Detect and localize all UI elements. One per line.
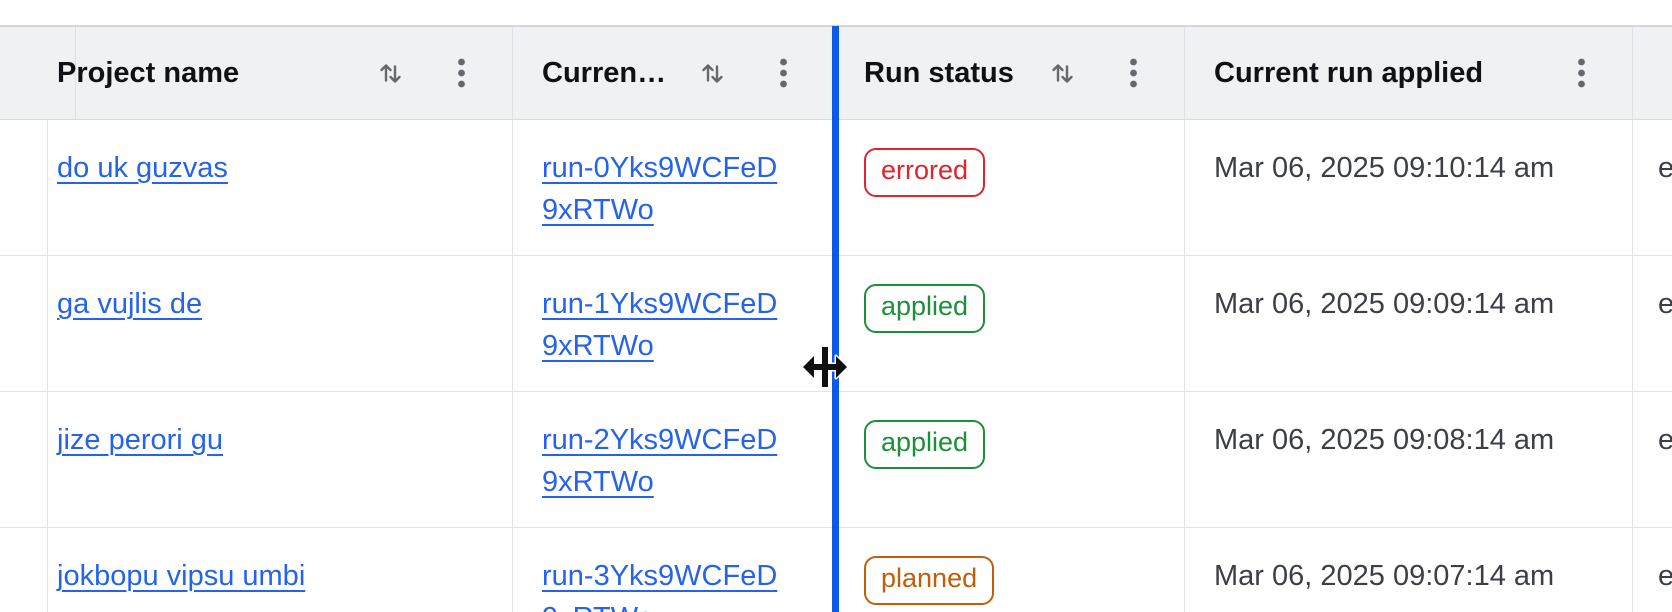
header-cell-run-status: Run status (835, 27, 1185, 119)
run-status-badge: planned (864, 556, 995, 605)
column-menu-kebab-icon[interactable] (457, 57, 466, 89)
next-column-text: e (1658, 288, 1672, 320)
cell-current-run: run-3Yks9WCFeD 9xRTWo (513, 528, 835, 612)
cell-current-run: run-2Yks9WCFeD 9xRTWo (513, 392, 835, 527)
cell-next-column: e (1633, 120, 1672, 255)
cell-project-name: do uk guzvas (28, 120, 513, 255)
sort-icon[interactable] (378, 60, 403, 87)
column-menu-kebab-icon[interactable] (1129, 57, 1138, 89)
column-menu-kebab-icon[interactable] (779, 57, 788, 89)
cell-run-status: planned (835, 528, 1185, 612)
applied-timestamp: Mar 06, 2025 09:08:14 am (1214, 424, 1555, 456)
cell-current-run-applied: Mar 06, 2025 09:09:14 am (1185, 256, 1633, 391)
cell-current-run: run-0Yks9WCFeD 9xRTWo (513, 120, 835, 255)
column-menu-kebab-icon[interactable] (1577, 57, 1586, 89)
run-id-line2: 9xRTWo (542, 466, 654, 498)
column-title-run-status: Run status (864, 56, 1014, 89)
cell-next-column: e (1633, 256, 1672, 391)
cell-current-run-applied: Mar 06, 2025 09:07:14 am (1185, 528, 1633, 612)
sort-icon[interactable] (1050, 60, 1075, 87)
cell-next-column: e (1633, 528, 1672, 612)
applied-timestamp: Mar 06, 2025 09:07:14 am (1214, 560, 1555, 592)
cell-current-run-applied: Mar 06, 2025 09:10:14 am (1185, 120, 1633, 255)
run-id-line1: run-1Yks9WCFeD (542, 288, 778, 320)
column-title-project-name: Project name (57, 56, 240, 89)
run-id-line2: 9xRTWo (542, 597, 816, 612)
header-cell-spacer (0, 27, 76, 119)
applied-timestamp: Mar 06, 2025 09:10:14 am (1214, 152, 1555, 184)
cell-project-name: jize perori gu (28, 392, 513, 527)
run-link[interactable]: run-3Yks9WCFeD 9xRTWo (542, 555, 816, 612)
header-cell-project-name: Project name (28, 27, 513, 119)
run-status-badge: errored (864, 148, 986, 197)
cell-spacer (0, 528, 48, 612)
cell-current-run: run-1Yks9WCFeD 9xRTWo (513, 256, 835, 391)
next-column-text: e (1658, 152, 1672, 184)
run-status-badge: applied (864, 420, 986, 469)
run-link[interactable]: run-2Yks9WCFeD 9xRTWo (542, 419, 816, 503)
next-column-text: e (1658, 424, 1672, 456)
cell-run-status: applied (835, 256, 1185, 391)
run-id-line2: 9xRTWo (542, 194, 654, 226)
cell-next-column: e (1633, 392, 1672, 527)
run-id-line1: run-2Yks9WCFeD (542, 424, 778, 456)
cell-project-name: ga vujlis de (28, 256, 513, 391)
header-cell-next-column: V (1633, 27, 1672, 119)
cell-run-status: errored (835, 120, 1185, 255)
column-title-current-run-applied: Current run applied (1214, 56, 1484, 89)
cell-spacer (0, 120, 48, 255)
header-cell-current-run: Curren… (513, 27, 835, 119)
run-status-badge: applied (864, 284, 986, 333)
run-id-line1: run-3Yks9WCFeD (542, 560, 778, 592)
header-cell-current-run-applied: Current run applied (1185, 27, 1633, 119)
sort-icon[interactable] (700, 60, 725, 87)
cell-run-status: applied (835, 392, 1185, 527)
cell-spacer (0, 392, 48, 527)
cell-current-run-applied: Mar 06, 2025 09:08:14 am (1185, 392, 1633, 527)
column-resize-indicator[interactable] (832, 26, 839, 612)
run-id-line2: 9xRTWo (542, 330, 654, 362)
project-link[interactable]: ga vujlis de (57, 288, 203, 320)
run-link[interactable]: run-0Yks9WCFeD 9xRTWo (542, 147, 816, 231)
run-id-line1: run-0Yks9WCFeD (542, 152, 778, 184)
column-title-current-run: Curren… (542, 56, 667, 89)
cell-project-name: jokbopu vipsu umbi (28, 528, 513, 612)
project-link[interactable]: jokbopu vipsu umbi (57, 560, 306, 592)
project-link[interactable]: jize perori gu (57, 424, 224, 456)
cell-spacer (0, 256, 48, 391)
project-link[interactable]: do uk guzvas (57, 152, 228, 184)
applied-timestamp: Mar 06, 2025 09:09:14 am (1214, 288, 1555, 320)
run-link[interactable]: run-1Yks9WCFeD 9xRTWo (542, 283, 816, 367)
next-column-text: e (1658, 560, 1672, 592)
